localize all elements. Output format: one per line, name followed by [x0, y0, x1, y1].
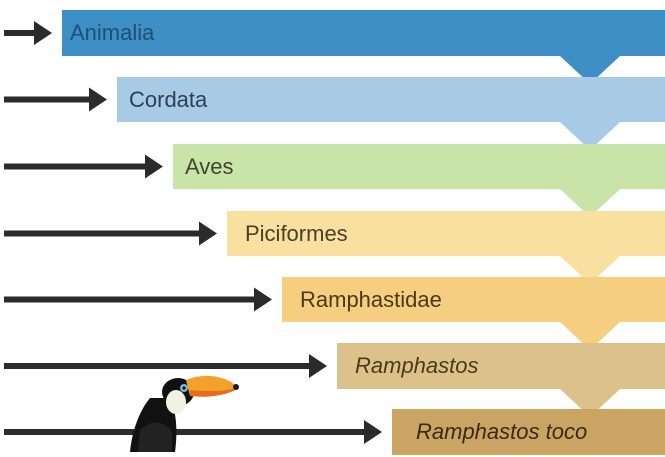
- taxon-label-5: Ramphastidae: [300, 289, 442, 311]
- toucan-icon: [130, 376, 239, 452]
- arrow-head-5: [254, 288, 272, 312]
- arrow-head-6: [309, 354, 327, 378]
- taxon-label-3: Aves: [185, 156, 234, 178]
- taxon-label-1: Animalia: [70, 22, 154, 44]
- taxon-label-2: Cordata: [129, 89, 207, 111]
- arrow-head-3: [145, 155, 163, 179]
- arrow-head-7: [364, 420, 382, 444]
- taxon-label-7: Ramphastos toco: [416, 421, 587, 443]
- taxon-label-4: Piciformes: [245, 223, 348, 245]
- arrow-head-2: [89, 88, 107, 112]
- arrow-head-4: [199, 222, 217, 246]
- taxon-bar-3: [173, 144, 665, 217]
- taxon-label-6: Ramphastos: [355, 355, 479, 377]
- arrow-head-1: [34, 21, 52, 45]
